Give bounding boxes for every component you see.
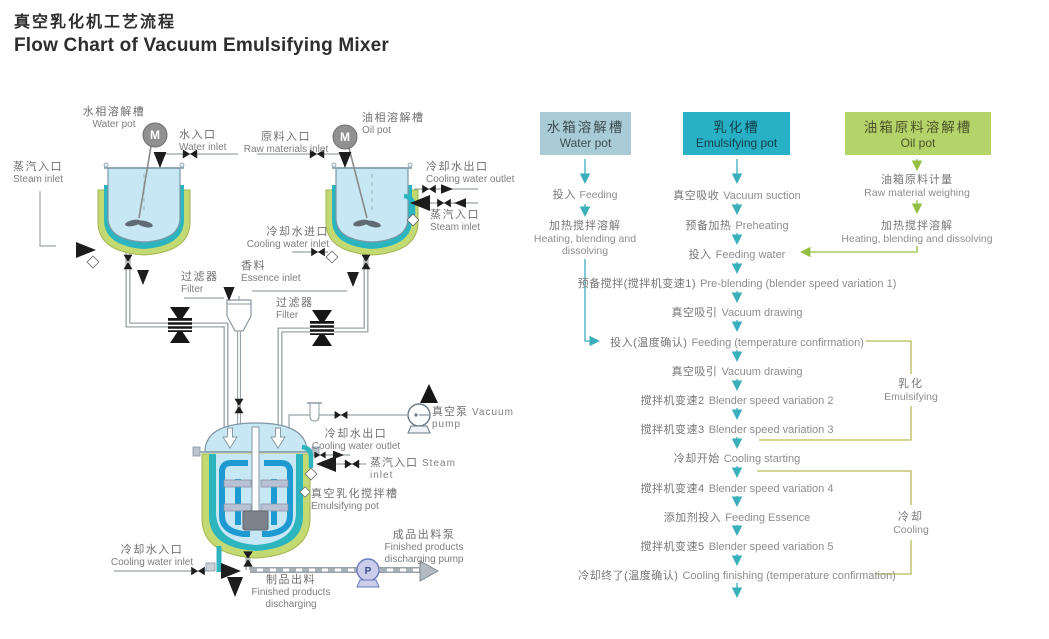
water-inlet-label: 水入口 Water inlet [179,129,227,153]
main-steam-valve-icon [344,459,360,469]
flow-step-cooling-finishing: 冷却终了(温度确认)Cooling finishing (temperature… [578,570,896,582]
discharge-assembly: P [191,551,440,597]
air-filter-icon [307,402,322,422]
emulsifying-pot-vessel [192,422,360,572]
discharge-valve-icon [243,551,253,567]
cooling-mid-diamond-icon [325,250,339,264]
steam-inlet-right-label: 蒸汽入口 Steam inlet [430,209,481,233]
agitator-shaft [251,426,260,516]
cooling-water-outlet-top-label: 冷却水出口 Cooling water outlet [426,161,515,185]
equipment-diagram-svg: M M [39,122,478,597]
cooling-bottom-arrow-icon [221,563,241,579]
oil-pot-shaft [348,147,368,219]
discharge-end-arrow-icon [419,560,440,582]
water-pot-label: 水相溶解槽 Water pot [72,106,156,131]
oil-pot-flow-arrow-icon [347,272,359,287]
discharge-down-arrow-icon [227,577,243,597]
steam-inlet-left-label: 蒸汽入口 Steam inlet [12,161,64,185]
svg-text:M: M [340,130,350,144]
vacuum-pump-icon [407,403,431,434]
filter-left-label: 过滤器 Filter [181,271,219,295]
funnel-valve-icon [234,398,244,414]
gearbox [242,510,269,531]
flow-header-emulsifying-pot: 乳化槽 Emulsifying pot [683,112,790,155]
emulsifying-pot-label: 真空乳化搅拌槽 Emulsifying pot [311,488,399,512]
water-pot-motor: M [142,122,168,148]
vacuum-valve-icon [334,411,348,419]
oil-step-weighing: 油箱原料计量 Raw material weighing [864,174,970,199]
oil-pot-steam-elbow [403,193,416,215]
discharge-pump-icon: P [356,558,380,588]
water-pot: M [76,122,198,285]
steam-left-valve-icon [86,255,100,269]
cooling-water-inlet-bottom-label: 冷却水入口 Cooling water inlet [110,544,194,568]
water-pot-shaft [138,145,152,219]
phase-emulsifying: 乳化 Emulsifying [866,378,956,404]
water-pot-label-en: Water pot [92,118,136,130]
phase-cooling: 冷却 Cooling [866,511,956,537]
finished-products-pump-label: 成品出料泵 Finished products discharging pump [384,529,464,565]
svg-text:M: M [150,128,160,142]
flow-step-feeding-temp: 投入(温度确认)Feeding (temperature confirmatio… [610,337,864,349]
filters-and-funnel [167,287,335,414]
oil-pot-motor: M [332,124,358,150]
vacuum-assembly [307,384,438,434]
vacuum-exhaust-arrow-icon [420,384,438,403]
water-inlet-arrow-icon [153,152,167,168]
essence-funnel [226,296,252,332]
steam-right-valve-icon [437,198,451,208]
water-pot-bottom-valve-icon [123,254,133,270]
cooling-water-inlet-mid-label: 冷却水进口 Cooling water inlet [246,226,329,250]
raw-materials-inlet-label: 原料入口 Raw materials inlet [243,131,329,155]
water-step-feeding: 投入 Feeding [552,189,618,201]
flow-header-oil-pot: 油箱原料溶解槽 Oil pot [845,112,991,155]
filter-right-label: 过滤器 Filter [276,297,314,321]
water-pot-flow-arrow-icon [137,270,149,285]
cooling-water-outlet-main-label: 冷却水出口 Cooling water outlet [311,428,401,452]
main-steam-elbow [301,444,314,468]
page-title-en: Flow Chart of Vacuum Emulsifying Mixer [14,35,389,56]
pipe-fitting [205,562,216,572]
page-title-zh: 真空乳化机工艺流程 [14,14,177,31]
flow-step-pre-blending: 预备搅拌(搅拌机变速1)Pre-blending (blender speed … [577,278,897,290]
finished-products-discharging-label: 制品出料 Finished products discharging [251,574,331,610]
oil-step-heating: 加热搅拌溶解 Heating, blending and dissolving [841,220,993,245]
oil-pot-bottom-valve-icon [361,254,371,270]
oil-pot-label: 油相溶解槽 Oil pot [362,112,425,136]
water-step-heating: 加热搅拌溶解 Heating, blending and dissolving [533,220,637,257]
water-pot-label-zh: 水相溶解槽 [82,106,146,118]
flow-header-water-pot: 水箱溶解槽 Water pot [540,112,631,155]
page-title: 真空乳化机工艺流程 Flow Chart of Vacuum Emulsifyi… [14,8,389,57]
paddle-blades [223,479,289,512]
filter-left-icon [167,306,193,344]
steam-right-arrow-icon [454,198,466,208]
oil-pot: M [309,124,466,287]
essence-inlet-label: 香料 Essence inlet [241,260,301,284]
svg-text:P: P [365,566,372,577]
raw-inlet-arrow-icon [338,152,352,168]
